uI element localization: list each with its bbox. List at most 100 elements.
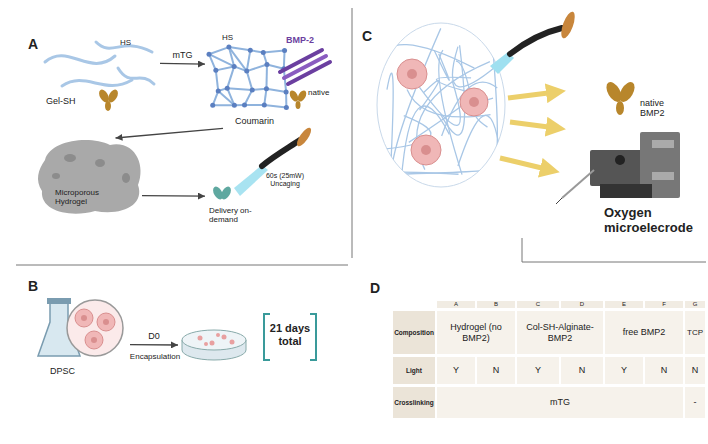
crosslinked-network xyxy=(245,104,265,106)
figure-node: 21 days total xyxy=(178,314,318,364)
hydrogel-blob xyxy=(122,173,130,183)
table-cell: E xyxy=(605,301,643,308)
crosslinked-network xyxy=(226,45,231,50)
culture-flask xyxy=(75,309,93,327)
bracket xyxy=(310,314,316,360)
table-cell: N xyxy=(645,357,683,384)
annotation: 60s (25mW) Uncaging xyxy=(264,172,306,188)
culture-dish xyxy=(198,333,235,346)
light-device xyxy=(211,126,314,201)
hydrogel-blob xyxy=(95,159,105,167)
table-cell: - xyxy=(685,387,705,418)
native-protein xyxy=(105,101,111,111)
panel-letter: C xyxy=(362,28,372,44)
crosslinked-network xyxy=(266,89,286,92)
table-cell: Hydrogel (no BMP2) xyxy=(437,311,515,354)
gelatin-strands xyxy=(45,42,154,86)
node-label: Microporous Hydrogel xyxy=(55,188,113,206)
hydrogel-mesh xyxy=(377,28,504,186)
crosslinked-network xyxy=(264,62,269,67)
crosslinked-network xyxy=(242,102,247,107)
hydrogel-section xyxy=(407,69,479,155)
flow-arrow xyxy=(160,63,205,65)
hydrogel-section xyxy=(377,23,505,187)
table-cell: mTG xyxy=(437,387,683,418)
flow-arrow xyxy=(142,195,205,197)
table-cell: N xyxy=(685,357,705,384)
crosslinked-network xyxy=(225,86,230,91)
crosslinked-network xyxy=(232,64,237,69)
light-device xyxy=(510,28,562,54)
crosslinked-network xyxy=(213,104,235,106)
crosslinked-network xyxy=(264,105,286,108)
table-cell: Y xyxy=(517,357,559,384)
hydrogel-blob xyxy=(38,140,141,214)
panel-letter: D xyxy=(370,280,380,296)
node-label: DPSC xyxy=(50,366,75,376)
hydrogel-section xyxy=(397,59,427,89)
crosslinked-network xyxy=(247,71,252,90)
culture-dish xyxy=(198,336,203,341)
arrow-label: mTG xyxy=(171,50,195,60)
hydrogel-mesh xyxy=(441,45,465,135)
light-device xyxy=(211,185,233,201)
hydrogel-section xyxy=(469,97,479,107)
gelatin-strands xyxy=(62,80,132,86)
hydrogel-section xyxy=(411,135,441,165)
light-device xyxy=(294,126,313,149)
release-arrows xyxy=(500,158,550,170)
crosslinked-network xyxy=(244,69,249,74)
culture-flask xyxy=(97,313,115,331)
native-protein xyxy=(97,88,120,111)
culture-dish xyxy=(204,342,208,346)
light-device xyxy=(262,140,300,166)
bracket xyxy=(264,314,270,360)
gelatin-strands xyxy=(45,56,115,64)
light-device xyxy=(559,10,578,40)
oxygen-microelectrode xyxy=(652,140,674,148)
crosslinked-network xyxy=(216,70,218,91)
crosslinked-network xyxy=(210,103,215,108)
release-arrows xyxy=(510,122,556,128)
release-arrows xyxy=(508,92,556,98)
culture-flask xyxy=(81,315,109,343)
hydrogel-mesh xyxy=(391,28,441,173)
light-device xyxy=(234,165,268,196)
crosslinked-network xyxy=(283,50,286,68)
table-cell: N xyxy=(477,357,515,384)
flow-arrow xyxy=(130,344,178,346)
crosslinked-network xyxy=(227,66,234,88)
table-cell: Col-SH-Alginate-BMP2 xyxy=(517,311,603,354)
native-bmp2-protein xyxy=(603,79,637,115)
table-cell: Composition xyxy=(393,311,435,354)
hydrogel-blob xyxy=(52,173,60,179)
table-cell: F xyxy=(645,301,683,308)
crosslinked-network xyxy=(284,69,286,92)
crosslinked-network xyxy=(207,52,212,57)
figure-node: DPSC xyxy=(36,296,130,380)
culture-flask xyxy=(81,315,87,321)
crosslinked-network xyxy=(232,103,237,108)
crosslinked-network xyxy=(216,66,234,70)
table-cell: A xyxy=(437,301,475,308)
crosslinked-network xyxy=(262,102,267,107)
node-label: Gel-SH xyxy=(46,96,76,106)
native-protein xyxy=(296,101,301,109)
light-device xyxy=(490,10,577,74)
table-cell: B xyxy=(477,301,515,308)
native-protein xyxy=(288,89,308,109)
crosslinked-network xyxy=(213,68,218,73)
culture-dish xyxy=(222,335,227,340)
panel-separators xyxy=(522,262,706,263)
culture-flask xyxy=(67,300,123,356)
crosslinked-network xyxy=(250,87,255,92)
table-cell: free BMP2 xyxy=(605,311,683,354)
crosslinked-network xyxy=(282,48,287,53)
hydrogel-mesh xyxy=(490,29,497,166)
panel-separators xyxy=(522,238,523,262)
native-bmp2-protein xyxy=(616,79,637,104)
crosslinked-network xyxy=(284,90,289,95)
annotation: Encapsulation xyxy=(124,352,186,361)
bmp2-rods xyxy=(280,50,330,84)
crosslinked-network xyxy=(265,65,268,89)
